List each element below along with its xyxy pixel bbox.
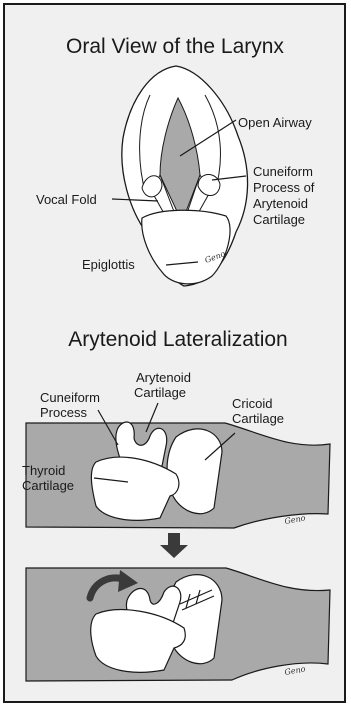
label-thyroid-line2: Cartilage [22, 478, 74, 493]
label-vocal-fold: Vocal Fold [36, 192, 97, 207]
label-arytenoid-line1: Arytenoid [136, 370, 191, 385]
lateralization-title: Arytenoid Lateralization [68, 328, 287, 351]
oral-view-title: Oral View of the Larynx [66, 35, 284, 58]
label-epiglottis: Epiglottis [82, 257, 135, 272]
artist-signature-3: Geno [284, 664, 307, 677]
label-cuneiform-line4: Cartilage [253, 212, 305, 227]
label-open-airway: Open Airway [238, 115, 312, 130]
label-cricoid-line1: Cricoid [232, 396, 272, 411]
label-cuneiform-line1: Cuneiform [253, 164, 313, 179]
down-arrow-icon [160, 533, 188, 558]
epiglottis [142, 210, 230, 284]
cricoid-cartilage-before [167, 429, 222, 514]
label-cuneiform-line2: Process of [253, 180, 315, 195]
label-cricoid-line2: Cartilage [232, 411, 284, 426]
label-arytenoid-line2: Cartilage [134, 385, 186, 400]
label-thyroid-line1: Thyroid [22, 463, 65, 478]
label-cuneiform-process-line1: Cuneiform [40, 390, 100, 405]
label-cuneiform-line3: Arytenoid [253, 196, 308, 211]
label-cuneiform-process-line2: Process [40, 405, 87, 420]
